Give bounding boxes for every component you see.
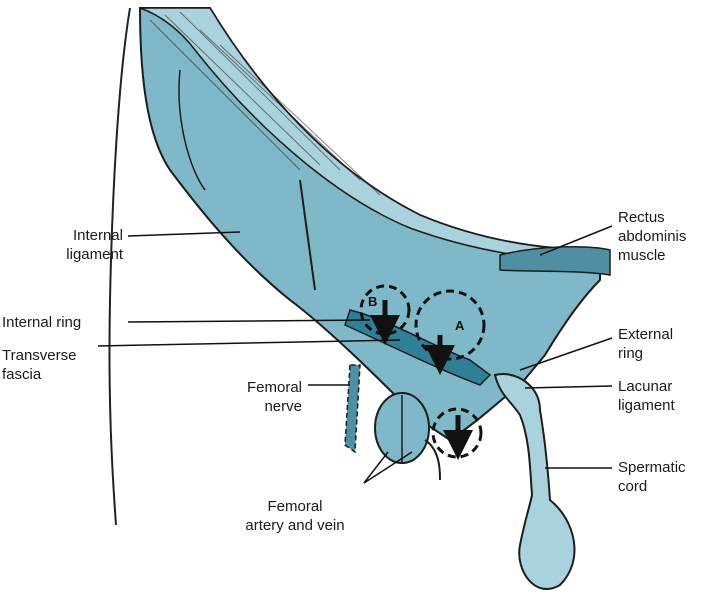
dashed-circle-c	[431, 407, 483, 459]
label-femoral-nerve: Femoral nerve	[222, 378, 302, 416]
label-line: Internal ring	[2, 314, 82, 331]
label-line: nerve	[264, 398, 302, 415]
marker-b: B	[368, 294, 377, 309]
body-outline	[108, 7, 131, 526]
label-line: Transverse	[2, 347, 77, 364]
leader-lines	[97, 225, 613, 484]
label-line: cord	[618, 478, 648, 495]
label-line: ligament	[66, 246, 123, 263]
label-line: Rectus	[618, 209, 665, 226]
label-external-ring: External ring	[618, 325, 673, 363]
label-line: Internal	[72, 227, 123, 244]
label-internal-ring: Internal ring	[2, 313, 81, 332]
label-rectus-abdominis: Rectus abdominis muscle	[618, 208, 686, 265]
fold-line-1	[299, 179, 316, 291]
label-line: fascia	[2, 366, 42, 383]
label-lacunar-ligament: Lacunar ligament	[618, 377, 675, 415]
abdominal-wall	[138, 7, 601, 442]
label-line: ring	[618, 345, 644, 362]
label-line: Lacunar	[618, 378, 673, 395]
fold-line-2	[178, 69, 206, 191]
label-line: ligament	[618, 397, 675, 414]
label-femoral-artery-vein: Femoral artery and vein	[215, 497, 375, 535]
femoral-branch	[424, 439, 441, 481]
label-line: muscle	[618, 247, 666, 264]
dashed-circle-b	[359, 284, 411, 336]
label-line: Femoral	[246, 379, 302, 396]
label-spermatic-cord: Spermatic cord	[618, 458, 686, 496]
label-transverse-fascia: Transverse fascia	[2, 346, 76, 384]
spermatic-cord-shape	[493, 373, 576, 590]
femoral-nerve-shape	[344, 364, 361, 454]
label-line: Spermatic	[618, 459, 686, 476]
label-line: artery and vein	[245, 517, 345, 534]
marker-a: A	[455, 318, 465, 333]
label-line: Femoral	[267, 498, 323, 515]
label-line: abdominis	[618, 228, 687, 245]
label-internal-ligament: Internal ligament	[28, 226, 123, 264]
rectus-abdominis-shape	[499, 246, 611, 276]
label-line: External	[618, 326, 674, 343]
